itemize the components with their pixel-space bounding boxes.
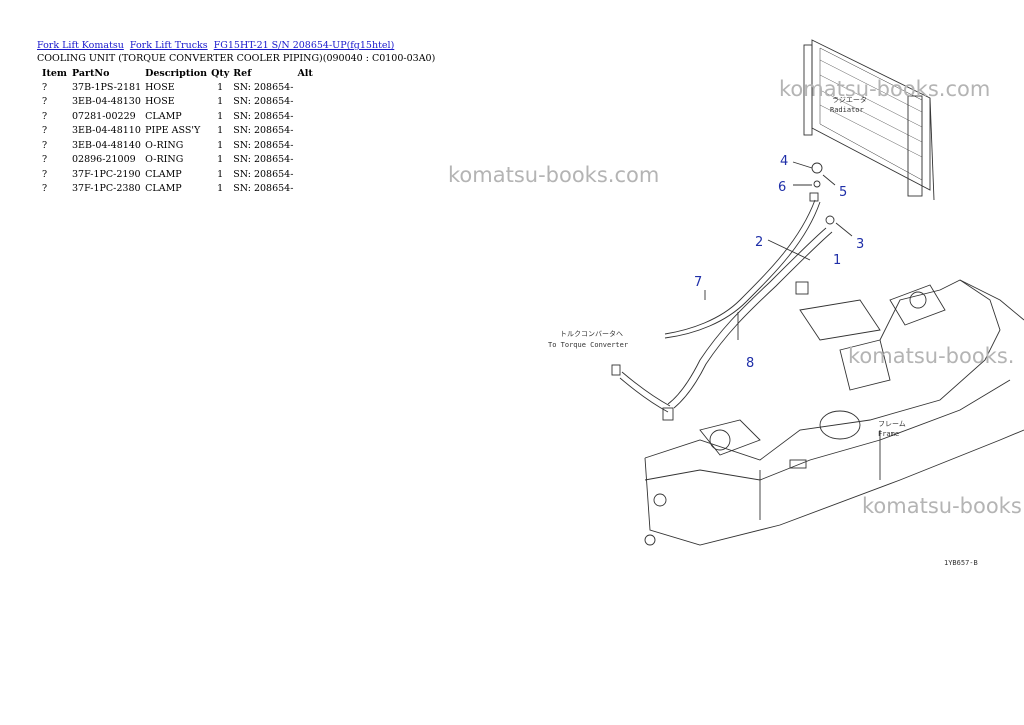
page-title: COOLING UNIT (TORQUE CONVERTER COOLER PI…	[37, 53, 436, 64]
cell-description: PIPE ASS'Y	[145, 125, 201, 137]
cell-alt	[297, 153, 321, 168]
label-torque-converter-jp: トルクコンバータへ	[560, 329, 623, 338]
label-torque-converter: To Torque Converter	[548, 341, 628, 349]
cell-qty: 1	[217, 139, 224, 151]
table-row: ? 3EB-04-48130 HOSE 1 SN: 208654-	[38, 95, 321, 110]
cell-item: ?	[42, 154, 48, 166]
label-radiator: Radiator	[830, 106, 864, 114]
cell-qty: 1	[217, 96, 224, 108]
cell-qty: 1	[217, 183, 224, 195]
table-header-row: Item PartNo Description Qty Ref Alt	[38, 66, 321, 80]
table-row: ? 37F-1PC-2190 CLAMP 1 SN: 208654-	[38, 167, 321, 182]
column-header-ref: Ref	[233, 67, 252, 79]
callout-3: 3	[856, 237, 864, 252]
cell-qty: 1	[217, 154, 224, 166]
cell-alt	[297, 109, 321, 124]
callout-6: 6	[778, 180, 786, 195]
cell-description: O-RING	[145, 154, 184, 166]
column-header-qty: Qty	[211, 67, 230, 79]
parts-diagram: 1 2 3 4 5 6 7 8 ラジエータ Radiator トルクコンバータへ…	[548, 39, 1024, 567]
radiator-drawing	[803, 39, 935, 201]
cell-item: ?	[42, 125, 48, 137]
cell-qty: 1	[217, 168, 224, 180]
cell-item: ?	[42, 139, 48, 151]
cell-description: CLAMP	[145, 168, 182, 180]
cell-ref: SN: 208654-	[233, 139, 294, 151]
cell-description: HOSE	[145, 96, 175, 108]
callout-7: 7	[694, 275, 702, 290]
cell-item: ?	[42, 96, 48, 108]
table-row: ? 3EB-04-48110 PIPE ASS'Y 1 SN: 208654-	[38, 124, 321, 139]
fitting-group	[792, 161, 853, 237]
table-row: ? 37B-1PS-2181 HOSE 1 SN: 208654-	[38, 80, 321, 95]
cell-description: O-RING	[145, 139, 184, 151]
table-row: ? 37F-1PC-2380 CLAMP 1 SN: 208654-	[38, 182, 321, 197]
breadcrumb-link-fork-lift-trucks[interactable]: Fork Lift Trucks	[129, 40, 208, 51]
cell-item: ?	[42, 81, 48, 93]
cell-ref: SN: 208654-	[233, 183, 294, 195]
cell-description: HOSE	[145, 81, 175, 93]
label-frame: Frame	[878, 430, 899, 438]
cell-qty: 1	[217, 125, 224, 137]
column-header-alt: Alt	[297, 67, 313, 79]
cell-alt	[297, 182, 321, 197]
cell-part-no: 3EB-04-48130	[72, 96, 141, 108]
breadcrumb-link-model[interactable]: FG15HT-21 S/N 208654-UP(fg15htel)	[213, 40, 395, 51]
frame-drawing	[644, 279, 1024, 546]
cell-ref: SN: 208654-	[233, 81, 294, 93]
label-drawing-code: 1YB657-B	[944, 559, 978, 567]
breadcrumb: Fork Lift Komatsu Fork Lift Trucks FG15H…	[37, 40, 397, 51]
cell-qty: 1	[217, 110, 224, 122]
cell-item: ?	[42, 183, 48, 195]
cell-alt	[297, 95, 321, 110]
callout-2: 2	[755, 235, 763, 250]
table-row: ? 02896-21009 O-RING 1 SN: 208654-	[38, 153, 321, 168]
callout-4: 4	[780, 154, 788, 169]
cell-ref: SN: 208654-	[233, 154, 294, 166]
hose-drawing	[611, 199, 833, 421]
cell-alt	[297, 138, 321, 153]
cell-part-no: 37F-1PC-2190	[72, 168, 141, 180]
cell-part-no: 3EB-04-48110	[72, 125, 141, 137]
column-header-partno: PartNo	[72, 67, 110, 79]
breadcrumb-link-fork-lift-komatsu[interactable]: Fork Lift Komatsu	[37, 40, 124, 51]
cell-alt	[297, 124, 321, 139]
parts-table: Item PartNo Description Qty Ref Alt ? 37…	[38, 66, 321, 196]
callout-1: 1	[833, 253, 841, 268]
cell-part-no: 07281-00229	[72, 110, 136, 122]
cell-alt	[297, 167, 321, 182]
callout-5: 5	[839, 185, 847, 200]
cell-description: CLAMP	[145, 110, 182, 122]
cell-qty: 1	[217, 81, 224, 93]
cell-ref: SN: 208654-	[233, 125, 294, 137]
column-header-description: Description	[145, 67, 208, 79]
cell-alt	[297, 80, 321, 95]
cell-ref: SN: 208654-	[233, 110, 294, 122]
cell-part-no: 37F-1PC-2380	[72, 183, 141, 195]
cell-item: ?	[42, 168, 48, 180]
column-header-item: Item	[42, 67, 67, 79]
label-radiator-jp: ラジエータ	[832, 95, 867, 104]
table-row: ? 3EB-04-48140 O-RING 1 SN: 208654-	[38, 138, 321, 153]
label-frame-jp: フレーム	[878, 420, 906, 428]
cell-item: ?	[42, 110, 48, 122]
cell-ref: SN: 208654-	[233, 168, 294, 180]
cell-ref: SN: 208654-	[233, 96, 294, 108]
table-row: ? 07281-00229 CLAMP 1 SN: 208654-	[38, 109, 321, 124]
cell-description: CLAMP	[145, 183, 182, 195]
cell-part-no: 02896-21009	[72, 154, 136, 166]
cell-part-no: 37B-1PS-2181	[72, 81, 142, 93]
cell-part-no: 3EB-04-48140	[72, 139, 141, 151]
callout-8: 8	[746, 356, 754, 371]
